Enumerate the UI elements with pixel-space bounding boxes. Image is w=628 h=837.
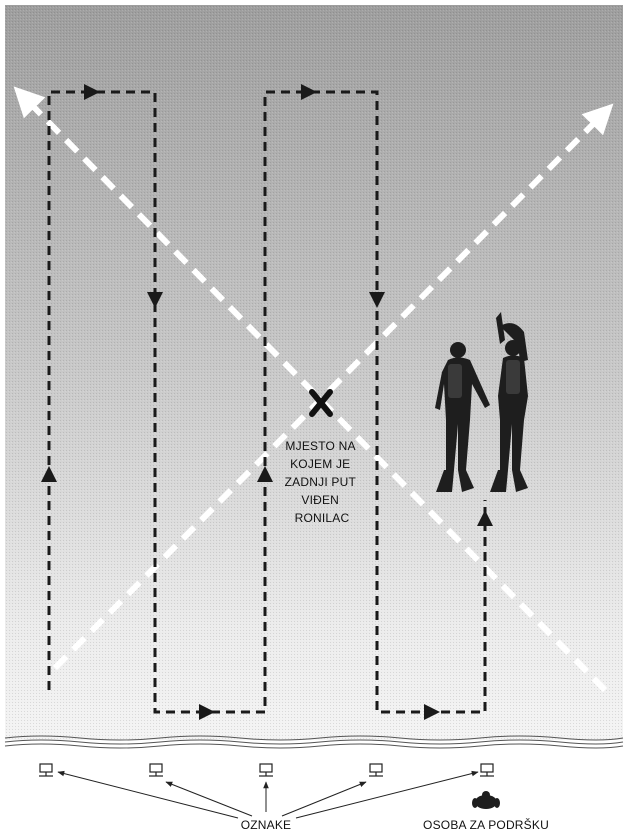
marker-pointer-arrows bbox=[57, 770, 479, 819]
buoy-marker-icon bbox=[149, 763, 163, 777]
last-seen-line: VIĐEN bbox=[301, 493, 339, 507]
arrow-right bbox=[301, 84, 317, 100]
shore-markers bbox=[39, 763, 494, 777]
last-seen-label: MJESTO NA KOJEM JE ZADNJI PUT VIĐEN RONI… bbox=[285, 439, 360, 525]
arrow-up bbox=[257, 466, 273, 482]
arrow-down bbox=[369, 292, 385, 308]
markers-label: OZNAKE bbox=[241, 818, 292, 832]
arrow-down bbox=[147, 292, 163, 308]
support-person-icon bbox=[472, 791, 500, 809]
arrow-up bbox=[41, 466, 57, 482]
buoy-marker-icon bbox=[369, 763, 383, 777]
arrow-right bbox=[84, 84, 100, 100]
x-mark-icon bbox=[309, 389, 333, 417]
buoy-marker-icon bbox=[259, 763, 273, 777]
support-person-label: OSOBA ZA PODRŠKU bbox=[423, 817, 549, 832]
last-seen-line: ZADNJI PUT bbox=[285, 475, 357, 489]
buoy-marker-icon bbox=[480, 763, 494, 777]
shoreline bbox=[4, 735, 624, 749]
buoy-marker-icon bbox=[39, 763, 53, 777]
arrow-right bbox=[199, 704, 215, 720]
diver-left bbox=[435, 342, 490, 492]
diver-right bbox=[490, 312, 528, 492]
water-texture bbox=[5, 5, 623, 740]
arrow-up bbox=[477, 510, 493, 526]
arrow-right bbox=[424, 704, 440, 720]
last-seen-line: MJESTO NA bbox=[285, 439, 355, 453]
search-path-arrows bbox=[41, 84, 493, 720]
last-seen-line: RONILAC bbox=[295, 511, 350, 525]
scuba-divers-icon bbox=[435, 312, 528, 492]
last-seen-line: KOJEM JE bbox=[290, 457, 350, 471]
